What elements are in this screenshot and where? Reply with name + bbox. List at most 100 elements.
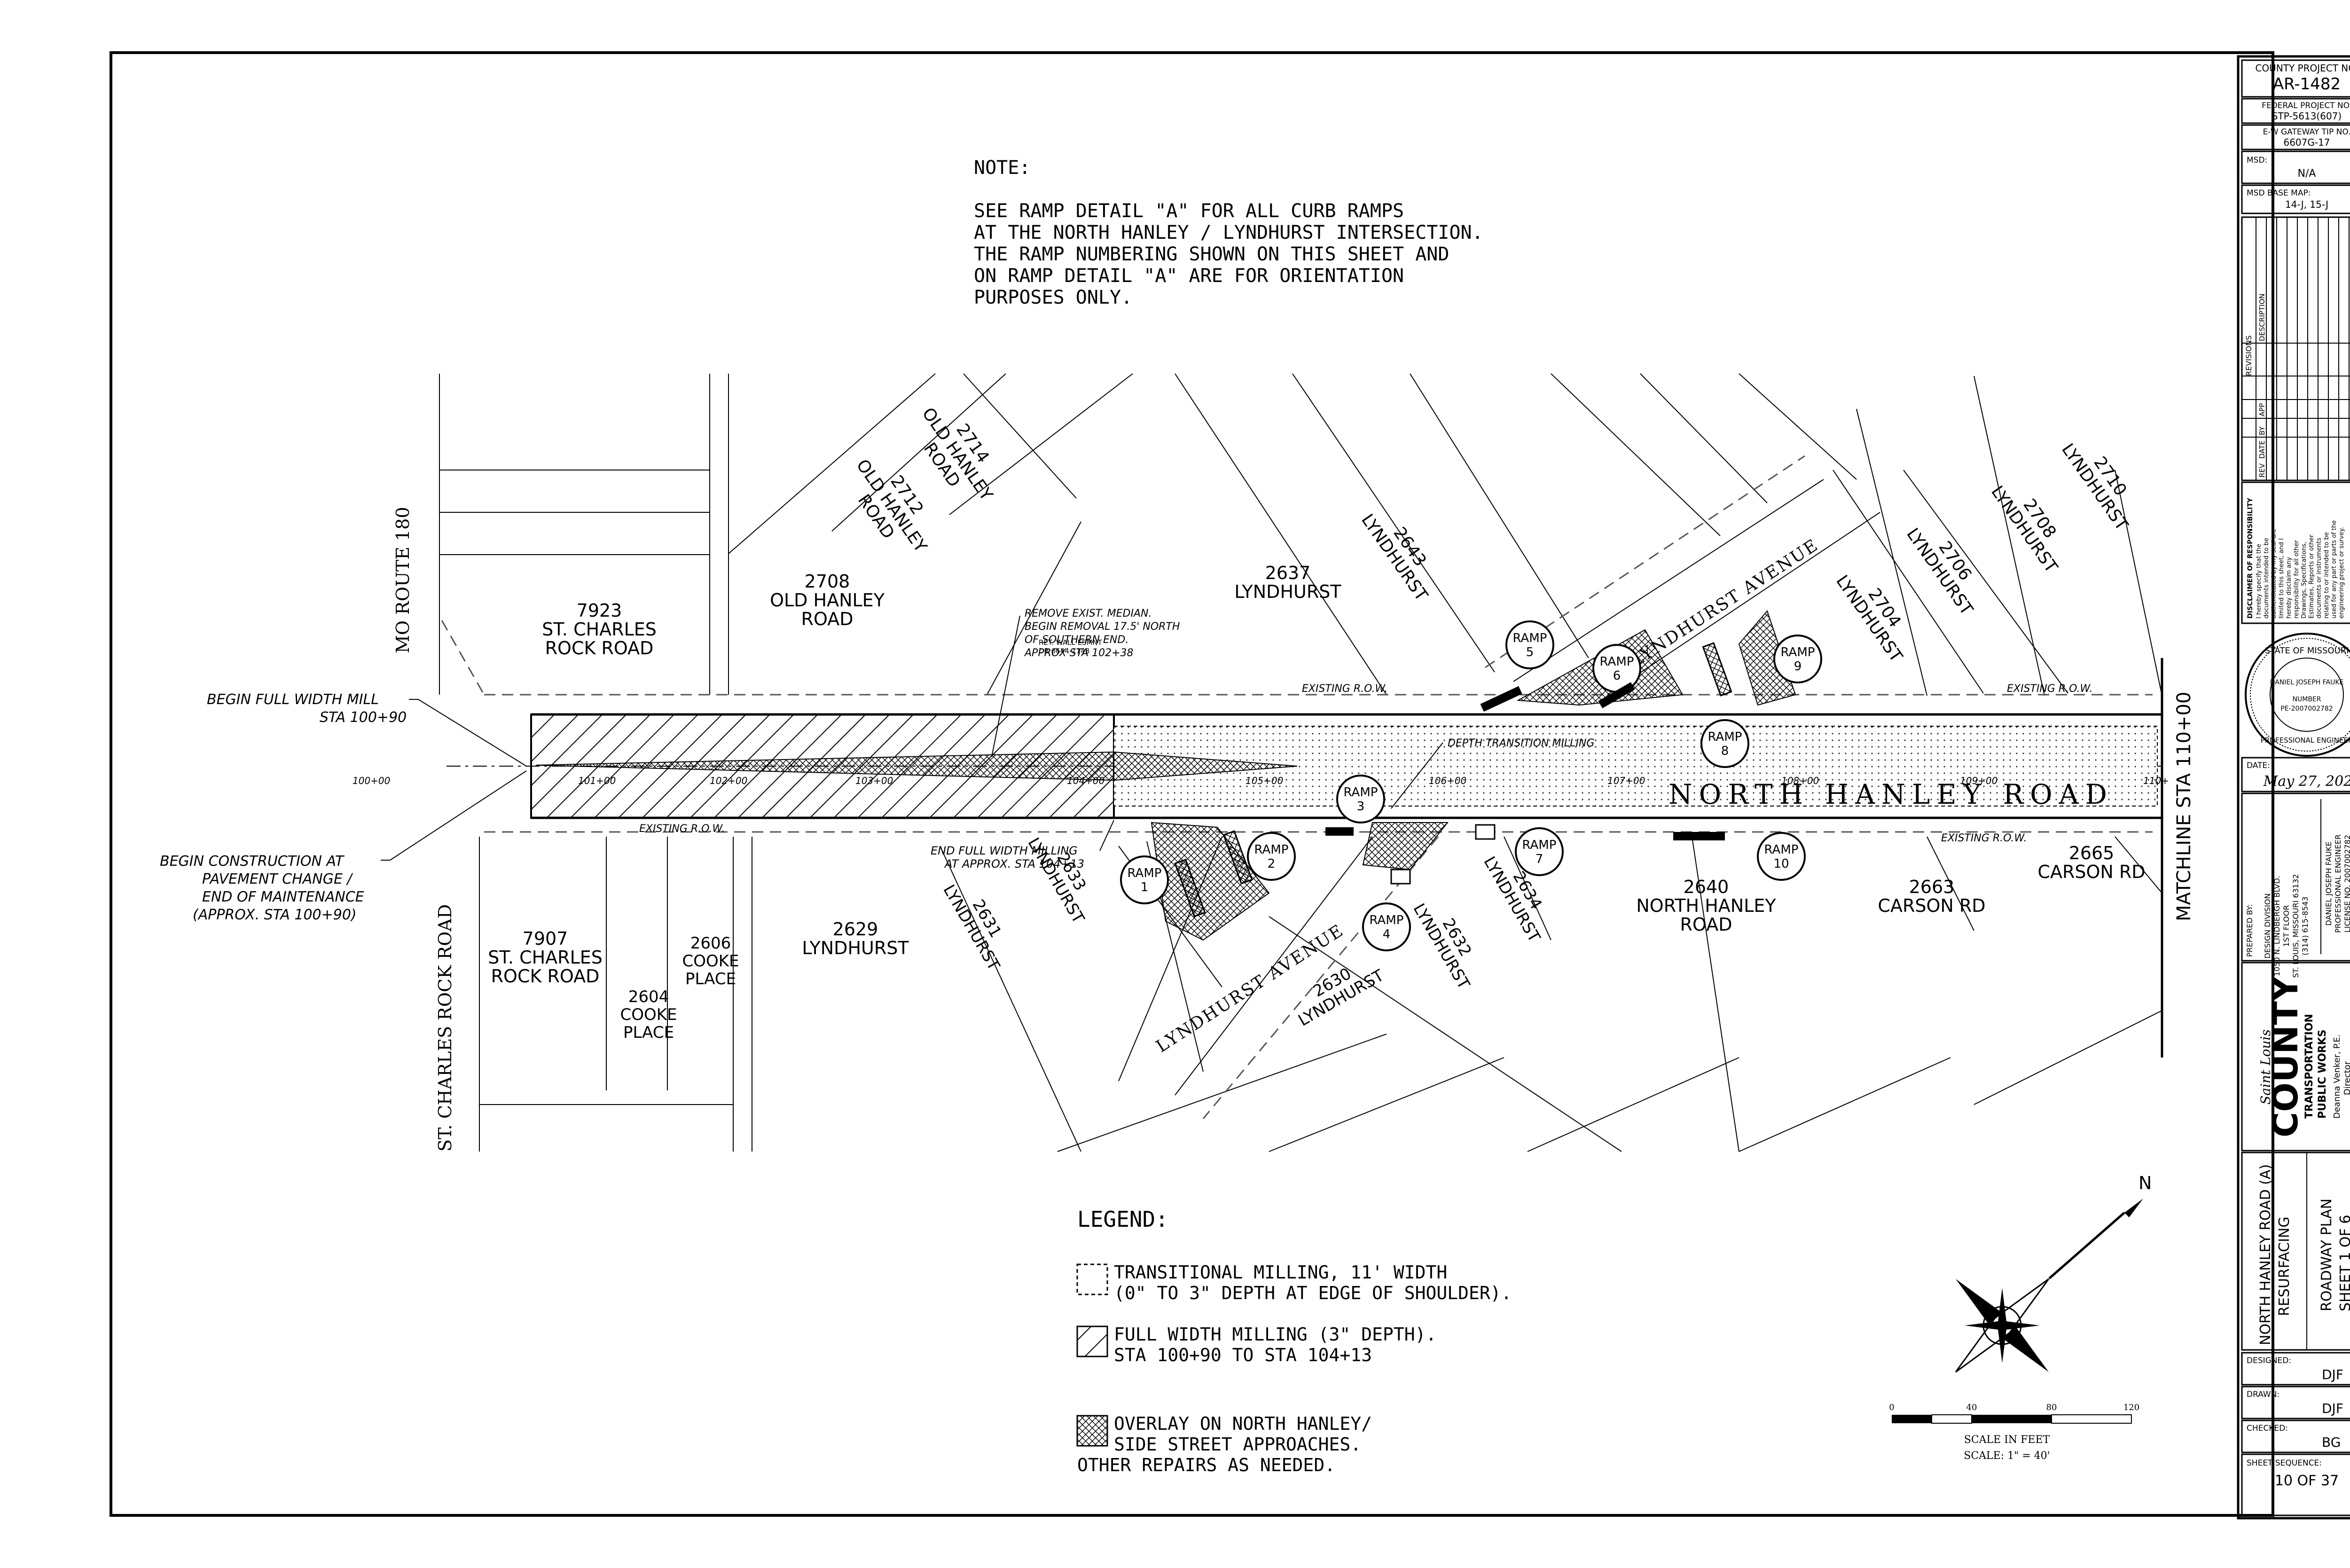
svg-text:6: 6 (1613, 669, 1621, 683)
parcel-lines (439, 373, 2162, 1152)
curb-ramps: RAMP 1 RAMP 2 RAMP 3 RAMP 4 RAMP 5 (1120, 620, 1822, 951)
legend-overlay-swatch (1076, 1415, 1108, 1447)
disclaimer-text-4: limited to this sheet, and I (2278, 538, 2285, 619)
svg-text:3: 3 (1357, 800, 1365, 814)
outer-border (110, 51, 2274, 1517)
note-line-5: PURPOSES ONLY. (974, 287, 1132, 308)
svg-text:9: 9 (1794, 659, 1802, 674)
station-label: 109+00 (1960, 775, 1998, 786)
svg-text:BEGIN CONSTRUCTION AT: BEGIN CONSTRUCTION AT (160, 853, 345, 870)
agency-logo (2241, 962, 2350, 1152)
disclaimer-text-12: engineering project or survey. (2338, 527, 2345, 619)
existing-row-south-east-label: EXISTING R.O.W. (1941, 832, 2027, 844)
svg-text:1: 1 (1141, 880, 1149, 894)
engineer-line: PROFESSIONAL ENGINEER (2334, 834, 2342, 933)
svg-text:OF SOUTHERN END.: OF SOUTHERN END. (1025, 634, 1128, 646)
agency-transportation: TRANSPORTATION (2303, 1014, 2315, 1119)
svg-text:RAMP: RAMP (1600, 655, 1634, 669)
parcel-number: 2606 (690, 934, 731, 953)
checked-value: BG (2322, 1435, 2341, 1450)
scale-tick-label: 0 (1889, 1403, 1894, 1412)
north-arrow-label: N (2138, 1173, 2152, 1193)
legend-item-2-line-2: STA 100+90 TO STA 104+13 (1114, 1345, 1372, 1365)
parcel-name: CARSON RD (2037, 862, 2145, 882)
scale-tick-label: 40 (1966, 1403, 1977, 1412)
federal-project-label: FEDERAL PROJECT NO. (2262, 101, 2350, 110)
disclaimer-text-5: hereby disclaim any (2286, 557, 2293, 619)
note-line-2: AT THE NORTH HANLEY / LYNDHURST INTERSEC… (974, 222, 1483, 243)
depth-transition-wedge (1113, 751, 1298, 781)
scale-ratio: SCALE: 1" = 40' (1964, 1450, 2050, 1462)
revision-column: REV (2258, 463, 2266, 478)
svg-text:BEGIN REMOVAL 17.5' NORTH: BEGIN REMOVAL 17.5' NORTH (1025, 621, 1180, 633)
federal-project-no: STP-5613(607) (2272, 110, 2342, 122)
disclaimer-text-9: documents or instruments (2316, 538, 2323, 619)
county-project-label: COUNTY PROJECT NO. (2255, 63, 2350, 74)
msd-value: N/A (2298, 168, 2316, 180)
overlay-area-north-east (1738, 610, 1796, 706)
sheet-title: ROADWAY PLAN (2319, 1199, 2335, 1311)
disclaimer-text-10: relating to or intended to be (2323, 532, 2330, 619)
ramp-marker: RAMP 10 (1757, 832, 1806, 881)
legend-item-3-line-3: OTHER REPAIRS AS NEEDED. (1077, 1455, 1335, 1475)
revision-column: APP (2258, 403, 2266, 416)
legend-item-1-line-2: (0" TO 3" DEPTH AT EDGE OF SHOULDER). (1114, 1283, 1512, 1303)
svg-text:END OF MAINTENANCE: END OF MAINTENANCE (202, 889, 364, 905)
engineer-line: DANIEL JOSEPH FAUKE (2324, 841, 2333, 925)
note-line-3: THE RAMP NUMBERING SHOWN ON THIS SHEET A… (974, 243, 1449, 265)
callout-remove-median: REMOVE EXIST. MEDIAN. BEGIN REMOVAL 17.5… (991, 608, 1180, 757)
revision-column: BY (2258, 426, 2266, 435)
disclaimer-text-3: authenticated by my seal are (2271, 529, 2278, 619)
svg-text:RAMP: RAMP (1254, 843, 1289, 857)
svg-text:4: 4 (1383, 927, 1391, 941)
ramp-marker: RAMP 2 (1247, 832, 1296, 881)
gateway-label: E-W GATEWAY TIP NO. (2263, 127, 2350, 137)
svg-text:RAMP: RAMP (1344, 785, 1378, 800)
callout-begin-construction: BEGIN CONSTRUCTION AT PAVEMENT CHANGE / … (160, 770, 527, 923)
station-label: 106+00 (1429, 775, 1466, 786)
legend-transitional-swatch (1076, 1263, 1108, 1295)
svg-text:RAMP: RAMP (1781, 645, 1815, 659)
parcel-name: PLACE (685, 970, 736, 988)
revision-column: DESCRIPTION (2258, 293, 2266, 341)
parcel-number: 2640 (1684, 877, 1729, 897)
designed-value: DJF (2322, 1367, 2343, 1382)
svg-text:REMOVE EXIST. MEDIAN.: REMOVE EXIST. MEDIAN. (1025, 608, 1152, 619)
road-name-north-hanley: NORTH HANLEY ROAD (1668, 778, 2114, 810)
project-name-2: RESURFACING (2276, 1216, 2293, 1316)
parcel-number: 2665 (2069, 843, 2115, 863)
station-label: 108+00 (1781, 775, 1819, 786)
parcel-number: 2708 (805, 571, 850, 592)
svg-text:RAMP: RAMP (1764, 843, 1799, 857)
legend-item-2-line-1: FULL WIDTH MILLING (3" DEPTH). (1114, 1324, 1436, 1345)
engineer-line: LICENSE NO. 2007002782 (2343, 835, 2350, 933)
designed-label: DESIGNED: (2247, 1356, 2291, 1365)
svg-text:RAMP: RAMP (1522, 838, 1557, 852)
parcel-number: 2629 (833, 919, 878, 940)
scale-label: SCALE IN FEET (1964, 1434, 2050, 1446)
prepared-by-line: DESIGN DIVISION (2263, 894, 2272, 959)
drawn-value: DJF (2322, 1401, 2343, 1416)
station-label: 100+00 (352, 775, 390, 786)
parcel-number: 2663 (1909, 877, 1955, 897)
parcel-number: 7907 (523, 928, 568, 949)
svg-text:STA 100+90: STA 100+90 (320, 709, 407, 726)
sequence-label: SHEET SEQUENCE: (2247, 1458, 2322, 1468)
seal-name: DANIEL JOSEPH FAUKE (2270, 679, 2344, 686)
agency-public-works: PUBLIC WORKS (2317, 1029, 2328, 1119)
parcel-name: ST. CHARLES (488, 947, 603, 968)
parcel-name: LYNDHURST (1234, 581, 1341, 602)
gateway-no: 6607G-17 (2283, 137, 2330, 148)
parcel-name: ROAD (1680, 914, 1732, 935)
seal-state: STATE OF MISSOURI (2264, 646, 2349, 656)
parcel-number: 2637 (1265, 563, 1311, 583)
disclaimer-text-1: I hereby specify that the (2256, 544, 2263, 619)
matchline-label: MATCHLINE STA 110+00 (2173, 692, 2195, 921)
scale-bar: 0 40 80 120 SCALE IN FEET SCALE: 1" = 40… (1889, 1403, 2139, 1462)
parcel-name: COOKE (682, 952, 739, 971)
callout-begin-full-width: BEGIN FULL WIDTH MILL STA 100+90 (207, 691, 527, 767)
parcel-name: ROCK ROAD (545, 638, 654, 659)
legend-item-3-line-2: SIDE STREET APPROACHES. (1114, 1434, 1361, 1455)
station-label: 101+00 (578, 775, 616, 786)
msd-label: MSD: (2247, 156, 2267, 165)
